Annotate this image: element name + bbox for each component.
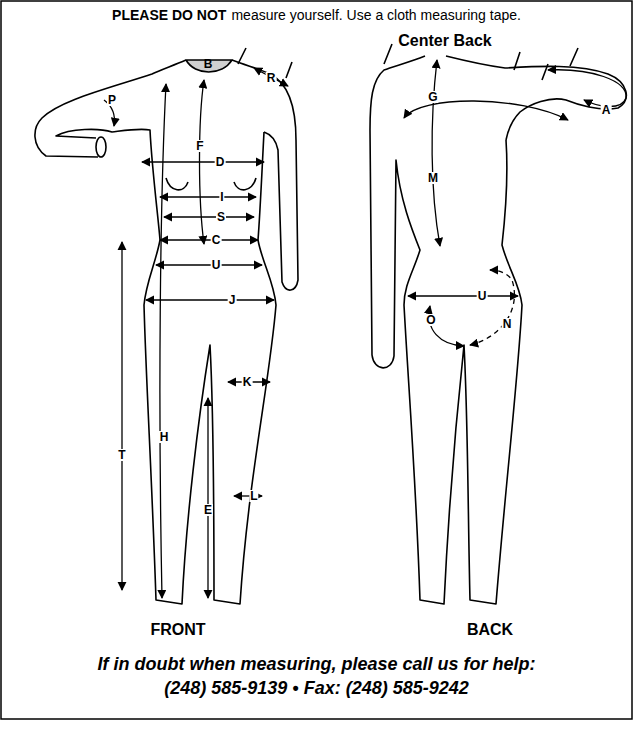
callout-letter: N bbox=[502, 318, 513, 330]
callout-letter: R bbox=[266, 72, 277, 84]
front-right-arm bbox=[232, 60, 298, 290]
measure-arrow bbox=[164, 216, 254, 217]
measure-arrow bbox=[160, 239, 258, 240]
callout-letter: E bbox=[203, 504, 213, 516]
instruction-text: measure yourself. Use a cloth measuring … bbox=[231, 8, 520, 22]
measure-arrow bbox=[200, 80, 205, 244]
back-body-outline bbox=[370, 56, 522, 604]
footer-contact: If in doubt when measuring, please call … bbox=[0, 655, 633, 697]
measure-arrow bbox=[156, 264, 262, 265]
measure-arrow bbox=[429, 306, 464, 346]
callout-letter: M bbox=[427, 172, 439, 184]
view-label: BACK bbox=[467, 622, 513, 638]
view-heading: Center Back bbox=[398, 33, 491, 49]
callout-letter: L bbox=[249, 490, 258, 502]
front-bust bbox=[166, 178, 256, 190]
callout-letter: J bbox=[228, 294, 237, 306]
measure-arrow bbox=[146, 299, 274, 300]
help-text: If in doubt when measuring, please call … bbox=[97, 655, 535, 673]
view-label: FRONT bbox=[150, 622, 205, 638]
callout-letter: U bbox=[477, 290, 488, 302]
callout-letter: U bbox=[211, 259, 222, 271]
frame bbox=[1, 1, 632, 719]
callout-letter: O bbox=[425, 314, 436, 326]
phone-fax: (248) 585-9139 • Fax: (248) 585-9242 bbox=[164, 679, 469, 697]
back-raised-arm bbox=[446, 56, 626, 140]
callout-letter: G bbox=[427, 91, 438, 103]
measure-arrow bbox=[207, 398, 208, 598]
measure-arrow bbox=[408, 295, 518, 296]
callout-letter: H bbox=[159, 431, 170, 443]
measure-arrow bbox=[470, 270, 514, 345]
callout-letter: S bbox=[216, 211, 226, 223]
callout-letter: D bbox=[215, 156, 226, 168]
callout-letter: P bbox=[107, 94, 117, 106]
measure-arrow bbox=[160, 196, 256, 197]
callout-letter: A bbox=[601, 104, 612, 116]
measure-arrow bbox=[121, 242, 122, 590]
callout-letter: F bbox=[195, 140, 204, 152]
warning-text: PLEASE DO NOT bbox=[112, 8, 226, 22]
measure-arrow bbox=[254, 68, 288, 86]
measure-arrow bbox=[432, 60, 440, 246]
header-line: PLEASE DO NOT measure yourself. Use a clo… bbox=[0, 8, 633, 22]
sleeve-cuff bbox=[96, 137, 106, 157]
front-body-outline bbox=[35, 60, 276, 604]
callout-letter: C bbox=[211, 234, 222, 246]
shoulder-tick bbox=[384, 44, 578, 80]
callout-letter: T bbox=[117, 449, 126, 461]
callout-letter: I bbox=[219, 191, 224, 203]
measure-arrow bbox=[142, 161, 264, 162]
callout-letter: B bbox=[203, 58, 214, 70]
measure-arrow bbox=[404, 101, 568, 120]
measure-arrow bbox=[548, 70, 626, 107]
callout-letter: K bbox=[242, 376, 253, 388]
measure-arrow bbox=[160, 84, 166, 598]
